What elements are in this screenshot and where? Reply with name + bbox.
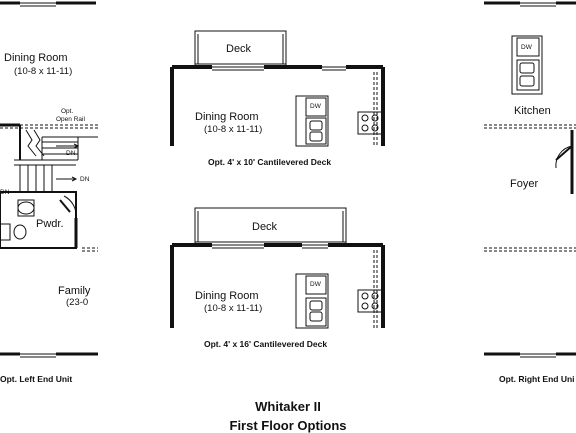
powder-room-label: Pwdr. <box>36 218 64 230</box>
deck-16-dining-room-label: Dining Room <box>195 290 259 302</box>
foyer-label: Foyer <box>510 178 539 190</box>
left-rail-note-line2: Open Rail <box>56 116 85 123</box>
family-room-label: Family <box>58 285 91 297</box>
deck-16-plan <box>170 207 385 329</box>
deck-10-caption: Opt. 4' x 10' Cantilevered Deck <box>208 157 332 167</box>
deck-16-caption: Opt. 4' x 16' Cantilevered Deck <box>204 339 328 349</box>
deck-16-dw-label: DW <box>310 281 321 288</box>
deck-10-deck-label: Deck <box>226 43 252 55</box>
left-top-wall <box>0 1 96 7</box>
right-dw-label: DW <box>521 44 532 51</box>
left-unit-plan <box>0 123 98 358</box>
deck-16-deck-label: Deck <box>252 221 278 233</box>
right-unit-plan <box>484 1 576 358</box>
family-room-dims: (23-0 <box>66 297 89 308</box>
left-unit-caption: Opt. Left End Unit <box>0 374 73 384</box>
plan-title-line2: First Floor Options <box>229 418 347 433</box>
left-stair-dn-lower: DN <box>80 176 90 183</box>
plan-title-line1: Whitaker II <box>255 399 321 414</box>
left-stair-dn-upper: DN <box>66 150 76 157</box>
kitchen-label: Kitchen <box>514 105 551 117</box>
deck-10-dining-room-label: Dining Room <box>195 111 259 123</box>
left-dining-room-label: Dining Room <box>4 52 68 64</box>
deck-10-plan <box>170 30 385 147</box>
left-stair-dn-edge: DN <box>0 189 10 196</box>
left-rail-note-line1: Opt. <box>61 108 74 115</box>
deck-16-dining-room-dims: (10-8 x 11-11) <box>204 303 263 314</box>
right-unit-caption: Opt. Right End Uni <box>499 374 575 384</box>
deck-10-dw-label: DW <box>310 103 321 110</box>
left-dining-room-dims: (10-8 x 11-11) <box>14 66 73 77</box>
deck-10-dining-room-dims: (10-8 x 11-11) <box>204 124 263 135</box>
